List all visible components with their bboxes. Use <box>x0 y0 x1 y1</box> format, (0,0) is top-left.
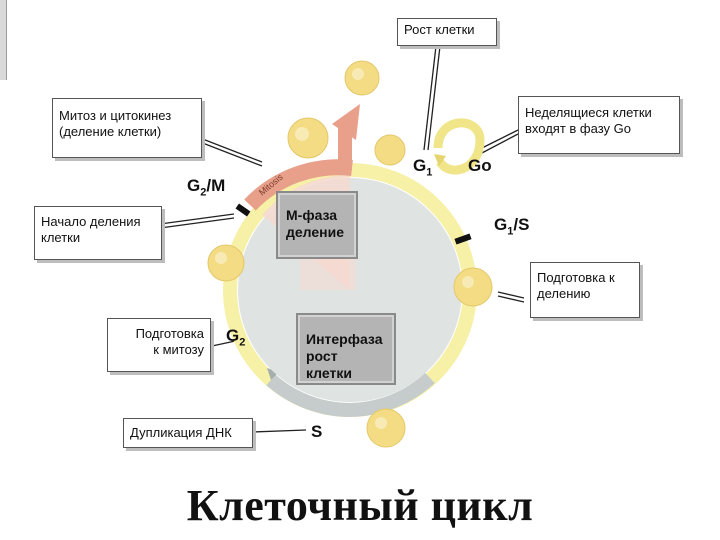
page-title: Клеточный цикл <box>186 481 534 530</box>
phase-label-g1s: G1/S <box>494 215 530 238</box>
leader-line-growth-2 <box>427 45 441 151</box>
label-prep-mitosis: Подготовка к митозу <box>107 318 211 372</box>
g2m-checkpoint-marker <box>235 203 251 217</box>
leader-line-mitosis <box>199 137 263 163</box>
cell-s <box>366 408 406 448</box>
s-phase-arc <box>266 374 351 417</box>
cell-nucleus <box>295 127 309 141</box>
g1s-checkpoint-marker <box>454 233 472 245</box>
leader-line-nondividing <box>477 129 519 151</box>
leader-line-nondividing-2 <box>479 133 519 155</box>
go-loop <box>433 118 485 175</box>
phase-label-g2: G2 <box>226 326 246 349</box>
label-prep-division: Подготовка к делению <box>530 262 640 318</box>
leader-line-growth <box>423 45 437 151</box>
page-edge-tab <box>0 0 7 80</box>
cell-nucleus <box>462 276 474 288</box>
label-nondividing-cells: Неделящиеся клетки входят в фазу Go <box>518 96 680 154</box>
leader-line-mitosis-2 <box>199 141 263 167</box>
cell-nucleus <box>375 417 387 429</box>
phase-label-go: Go <box>468 156 492 175</box>
leader-line-division-start-2 <box>159 217 235 229</box>
m-phase-box: М-фаза деление <box>276 191 358 259</box>
phase-label-s: S <box>311 422 323 441</box>
cell-daughter-2 <box>374 134 406 166</box>
cell-nucleus <box>352 68 364 80</box>
phase-label-g1: G1 <box>413 156 433 179</box>
label-division-start: Начало деления клетки <box>34 206 162 260</box>
label-cell-growth: Рост клетки <box>397 18 497 46</box>
go-loop-arrowhead <box>434 154 446 166</box>
leader-line-division-start <box>159 213 235 225</box>
leader-line-prep-division-2 <box>497 295 525 303</box>
phase-label-g2m: G2/M <box>187 176 226 199</box>
cell-dividing <box>287 117 329 159</box>
mitosis-arrow-shaft <box>338 128 352 170</box>
mitosis-arrowhead <box>332 104 360 140</box>
leader-line-prep-division <box>497 291 525 299</box>
label-mitosis-cytokinesis: Митоз и цитокинез (деление клетки) <box>52 98 202 158</box>
cell-g2 <box>207 244 245 282</box>
s-phase-arc-2 <box>349 372 435 417</box>
cell-g1 <box>453 267 493 307</box>
leader-line-dna <box>251 429 307 433</box>
interphase-box: Интерфаза рост клетки <box>296 313 396 385</box>
cell-nucleus <box>215 252 227 264</box>
label-dna-duplication: Дупликация ДНК <box>123 418 253 448</box>
